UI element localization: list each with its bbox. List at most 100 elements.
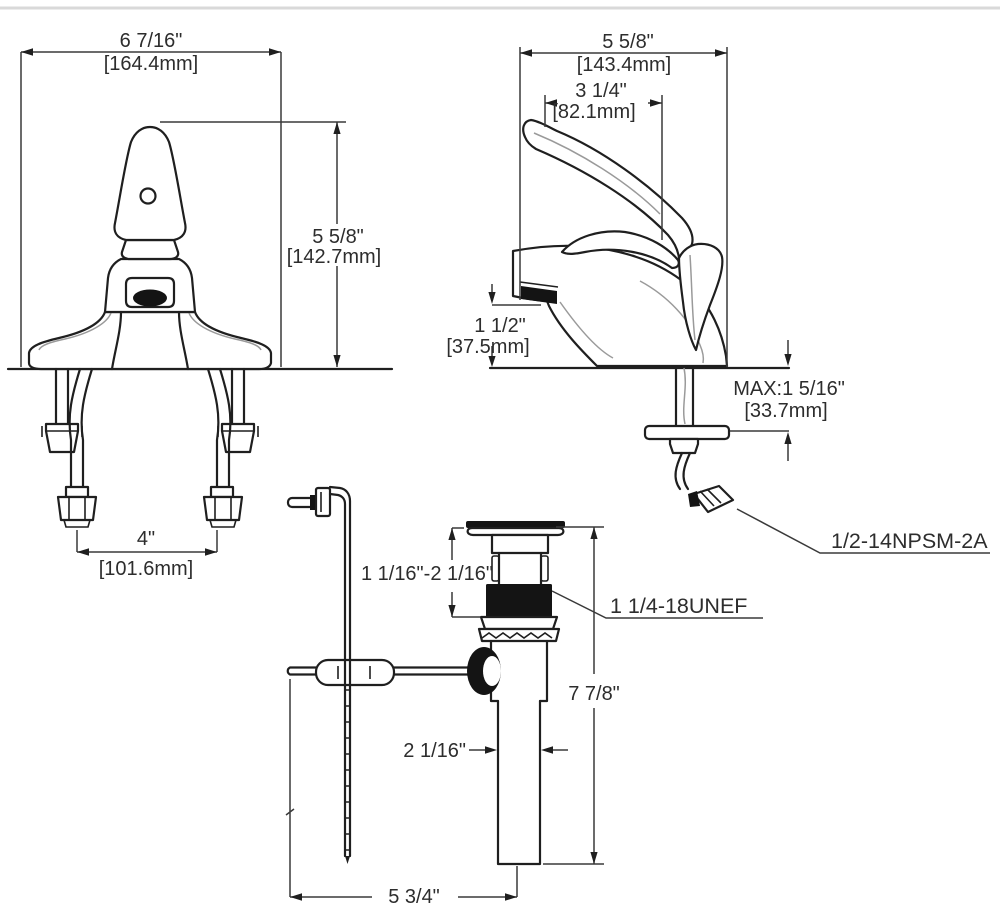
spout-height-mm: [37.5mm]	[446, 336, 529, 358]
front-base	[27, 310, 273, 371]
left-supply-nut	[56, 495, 98, 522]
lift-rod-shaft	[328, 485, 352, 858]
left-supply-nut-detail	[63, 497, 91, 528]
front-spread-dim-lines	[76, 530, 218, 553]
side-body-contour-1	[559, 301, 614, 359]
front-handle	[113, 125, 187, 242]
left-shank	[54, 367, 70, 426]
side-faucet-body	[488, 118, 791, 370]
front-mounting-hardware	[41, 367, 259, 528]
side-supply-nut-joint	[688, 491, 700, 507]
side-supply-hose	[674, 451, 692, 491]
right-supply-collar	[209, 485, 235, 499]
lift-rod-tip	[345, 856, 350, 864]
side-spout-tip-line	[519, 281, 559, 288]
drain-tailpiece	[496, 699, 542, 866]
front-width-inches: 6 7/16"	[120, 30, 183, 52]
side-deck-max-dimension: MAX:1 5/16" [33.7mm]	[730, 340, 845, 461]
side-shank	[674, 366, 695, 428]
flange-range-label: 1 1/16"-2 1/16"	[361, 563, 493, 585]
rod-offset-dim-lines	[285, 679, 518, 898]
front-handle-collar	[120, 238, 180, 261]
side-mounting-hardware	[643, 366, 735, 514]
right-supply-nut-detail	[209, 497, 237, 528]
front-spread-inches: 4"	[137, 528, 155, 550]
drain-locknut	[479, 615, 559, 631]
left-supply-collar	[64, 485, 90, 499]
side-depth-extension-lines	[519, 47, 728, 367]
front-width-mm: [164.4mm]	[104, 53, 198, 75]
drain-flange-lip	[466, 526, 565, 537]
drain-height-dimension: 7 7/8"	[543, 526, 620, 865]
clevis-detail	[337, 666, 371, 679]
drain-thread-section	[486, 584, 552, 617]
front-height-dimension: 5 5/8" [142.7mm]	[160, 121, 381, 367]
side-escutcheon-plate	[643, 424, 731, 441]
pivot-ball-highlight	[483, 656, 501, 686]
right-supply-nut	[202, 495, 244, 522]
drain-width-label: 2 1/16"	[403, 740, 466, 762]
deck-max-inches: MAX:1 5/16"	[733, 378, 845, 400]
side-supply-end-nut	[692, 484, 735, 514]
drain-width-arrowheads	[485, 746, 553, 754]
side-supply-nut-facets	[699, 488, 722, 507]
drain-thread-leader	[551, 590, 763, 619]
deck-max-mm: [33.7mm]	[744, 400, 827, 422]
supply-thread-leader	[736, 508, 990, 554]
rod-offset-label: 5 3/4"	[388, 886, 440, 908]
side-view: 5 5/8" [143.4mm] 3 1/4" [82.1mm] 1 1/2" …	[446, 31, 990, 554]
supply-thread-callout: 1/2-14NPSM-2A	[736, 508, 990, 554]
side-handle-arrowheads	[545, 99, 662, 107]
drain-flange-top	[466, 521, 565, 528]
rod-offset-dimension: 5 3/4"	[285, 679, 518, 908]
side-handle-extension-lines	[544, 95, 663, 240]
drain-neck-tab-left	[491, 555, 500, 582]
side-depth-inches: 5 5/8"	[602, 31, 654, 53]
drain-neck-tab-right	[540, 555, 549, 582]
lift-rod-knob	[314, 486, 332, 518]
right-shank	[230, 367, 246, 426]
front-spout-recess	[124, 276, 176, 309]
front-spout-outlet	[133, 289, 167, 307]
left-supply-tube	[68, 367, 94, 489]
lift-rod-joint	[310, 495, 318, 510]
front-base-contour-right	[188, 312, 262, 351]
side-handle-mm: [82.1mm]	[552, 101, 635, 123]
front-base-contour-left	[38, 312, 112, 351]
drain-cap-cylinder	[490, 533, 550, 555]
flange-range-dim-lines	[451, 527, 480, 618]
lift-rod	[286, 485, 352, 864]
side-spout-height-dimension: 1 1/2" [37.5mm]	[446, 284, 541, 367]
right-mounting-nut	[220, 422, 256, 454]
supply-thread-label: 1/2-14NPSM-2A	[831, 529, 988, 553]
side-depth-dimension: 5 5/8" [143.4mm]	[519, 31, 728, 367]
left-mounting-nut	[44, 422, 80, 454]
popup-linkage	[286, 647, 501, 695]
front-spout-body	[103, 257, 197, 314]
front-handle-indicator	[139, 187, 157, 205]
front-column-edge-right	[177, 310, 190, 371]
front-spread-dimension: 4" [101.6mm]	[76, 528, 218, 580]
drain-width-dimension: 2 1/16"	[403, 740, 568, 762]
side-shank-nut	[668, 437, 700, 455]
side-shank-hose	[682, 367, 687, 425]
side-handle-contour	[533, 132, 661, 215]
flange-range-dimension: 1 1/16"-2 1/16"	[361, 527, 493, 618]
drain-assembly: 1 1/16"-2 1/16" 1 1/4-18UNEF 7 7/8" 2 1/…	[285, 485, 763, 908]
front-spread-mm: [101.6mm]	[99, 558, 193, 580]
front-width-extension-lines	[20, 52, 282, 367]
front-view: 6 7/16" [164.4mm] 5 5/8" [142.7mm] 4" [1…	[6, 30, 394, 580]
front-column-edge-left	[110, 310, 123, 371]
side-handle-inches: 3 1/4"	[575, 80, 627, 102]
side-blade-contour	[689, 254, 696, 341]
front-height-inches: 5 5/8"	[312, 226, 364, 248]
front-width-dimension: 6 7/16" [164.4mm]	[20, 30, 282, 367]
drain-thread-callout: 1 1/4-18UNEF	[551, 590, 763, 619]
drain-height-dim-lines	[543, 526, 604, 865]
drain-height-label: 7 7/8"	[568, 683, 620, 705]
side-dome-cap	[560, 230, 680, 270]
spout-height-dim-lines	[491, 284, 541, 356]
drain-thread-label: 1 1/4-18UNEF	[610, 594, 747, 618]
side-handle-dimension: 3 1/4" [82.1mm]	[544, 80, 663, 240]
